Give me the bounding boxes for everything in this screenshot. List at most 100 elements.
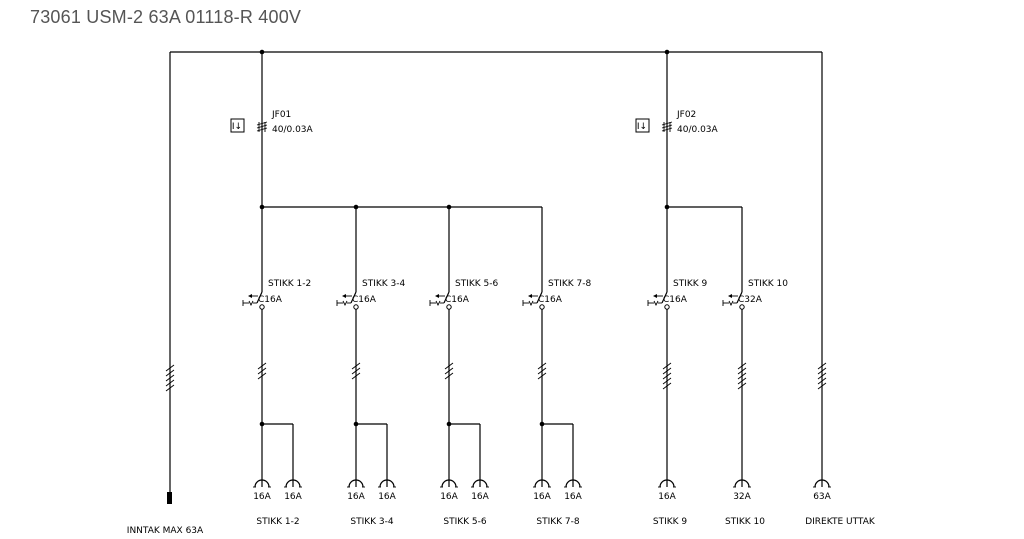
breaker-rating: C16A — [663, 295, 688, 305]
rcd-symbol: I↓ — [637, 122, 647, 132]
conductor-tick — [444, 367, 454, 375]
conductor-tick — [737, 367, 747, 375]
socket-rating: 32A — [733, 492, 751, 502]
circuit-name: STIKK 5-6 — [455, 279, 499, 289]
conductor-tick — [444, 372, 454, 380]
socket-icon — [565, 479, 581, 488]
breaker-terminal-icon — [446, 304, 452, 310]
breaker-thermal-icon — [248, 300, 254, 307]
circuit-label: STIKK 5-6 — [443, 517, 487, 527]
breaker-rating: C16A — [538, 295, 563, 305]
socket-rating: 16A — [253, 492, 271, 502]
circuit-label: STIKK 9 — [653, 517, 688, 527]
conductor-tick — [257, 362, 267, 370]
socket-rating: 63A — [813, 492, 831, 502]
conductor-tick — [662, 362, 672, 370]
breaker-contact-icon — [256, 291, 263, 304]
circuit-label: STIKK 1-2 — [256, 517, 299, 527]
socket-rating: 16A — [658, 492, 676, 502]
conductor-tick — [817, 382, 827, 390]
conductor-tick — [165, 384, 175, 392]
conductor-tick — [257, 372, 267, 380]
socket-icon — [348, 479, 364, 488]
rcd-symbol: I↓ — [232, 122, 242, 132]
rcd-id: JF01 — [271, 110, 291, 120]
conductor-tick — [351, 362, 361, 370]
socket-rating: 16A — [471, 492, 489, 502]
breaker-terminal-icon — [539, 304, 545, 310]
breaker-terminal-icon — [664, 304, 670, 310]
rcd-test-box-icon — [230, 118, 245, 133]
breaker-trip-arrowhead-icon — [342, 294, 346, 298]
breaker-rating: C16A — [258, 295, 283, 305]
breaker-rating: C16A — [352, 295, 377, 305]
breaker-thermal-icon — [435, 300, 441, 307]
breaker-terminal-icon — [353, 304, 359, 310]
rcd-test-box-icon — [635, 118, 650, 133]
conductor-tick — [662, 367, 672, 375]
conductor-tick — [817, 377, 827, 385]
breaker-rating: C16A — [445, 295, 470, 305]
conductor-tick — [737, 362, 747, 370]
breaker-contact-icon — [736, 291, 743, 304]
socket-icon — [285, 479, 301, 488]
breaker-trip-arrowhead-icon — [435, 294, 439, 298]
conductor-tick — [165, 379, 175, 387]
breaker-thermal-icon — [528, 300, 534, 307]
conductor-tick — [351, 367, 361, 375]
conductor-tick — [737, 372, 747, 380]
conductor-tick — [537, 362, 547, 370]
diagram-title: 73061 USM-2 63A 01118-R 400V — [30, 7, 302, 27]
rcd-rating: 40/0.03A — [677, 125, 719, 135]
socket-rating: 16A — [284, 492, 302, 502]
rcd-id: JF02 — [676, 110, 696, 120]
conductor-tick — [165, 369, 175, 377]
circuit-label: STIKK 7-8 — [536, 517, 580, 527]
socket-rating: 16A — [564, 492, 582, 502]
breaker-thermal-icon — [653, 300, 659, 307]
breaker-trip-arrowhead-icon — [653, 294, 657, 298]
conductor-tick — [662, 377, 672, 385]
conductor-tick — [165, 374, 175, 382]
circuit-label: STIKK 3-4 — [350, 517, 394, 527]
socket-rating: 16A — [440, 492, 458, 502]
breaker-trip-arrowhead-icon — [528, 294, 532, 298]
socket-rating: 16A — [533, 492, 551, 502]
conductor-tick — [737, 382, 747, 390]
breaker-trip-arrowhead-icon — [248, 294, 252, 298]
breaker-thermal-icon — [728, 300, 734, 307]
conductor-tick — [537, 372, 547, 380]
breaker-contact-icon — [661, 291, 668, 304]
breaker-contact-icon — [443, 291, 450, 304]
breaker-rating: C32A — [738, 295, 763, 305]
incoming-label: INNTAK MAX 63A — [127, 526, 204, 536]
breaker-thermal-icon — [342, 300, 348, 307]
direct-outlet-label: DIREKTE UTTAK — [805, 517, 876, 527]
socket-icon — [379, 479, 395, 488]
socket-icon — [734, 479, 750, 488]
circuit-name: STIKK 9 — [673, 279, 708, 289]
conductor-tick — [817, 367, 827, 375]
socket-icon — [441, 479, 457, 488]
conductor-tick — [817, 362, 827, 370]
conductor-tick — [351, 372, 361, 380]
circuit-name: STIKK 3-4 — [362, 279, 406, 289]
circuit-name: STIKK 1-2 — [268, 279, 311, 289]
socket-icon — [534, 479, 550, 488]
conductor-tick — [662, 382, 672, 390]
conductor-tick — [444, 362, 454, 370]
breaker-contact-icon — [350, 291, 357, 304]
socket-icon — [659, 479, 675, 488]
conductor-tick — [165, 364, 175, 372]
conductor-tick — [537, 367, 547, 375]
rcd-rating: 40/0.03A — [272, 125, 314, 135]
conductor-tick — [737, 377, 747, 385]
socket-icon — [254, 479, 270, 488]
breaker-terminal-icon — [739, 304, 745, 310]
conductor-tick — [257, 367, 267, 375]
circuit-name: STIKK 10 — [748, 279, 788, 289]
conductor-tick — [662, 372, 672, 380]
conductor-tick — [817, 372, 827, 380]
circuit-name: STIKK 7-8 — [548, 279, 592, 289]
